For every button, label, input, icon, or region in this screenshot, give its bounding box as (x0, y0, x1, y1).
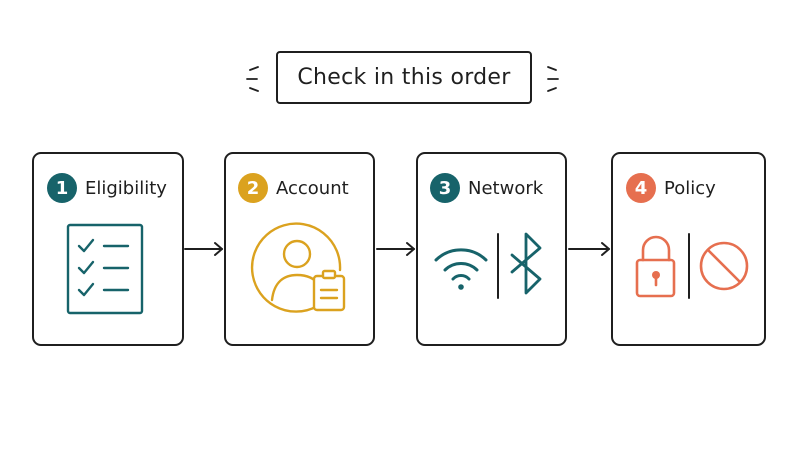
step-4-box (611, 152, 766, 346)
title-frame (276, 51, 532, 104)
step-1-label: Eligibility (85, 177, 167, 199)
step-4-badge: 4 (626, 173, 656, 203)
step-4-header: 4 Policy (626, 172, 716, 204)
title-accent-left (246, 66, 259, 92)
step-1-header: 1 Eligibility (47, 172, 167, 204)
wifi-icon (434, 248, 488, 290)
arrow-3-to-4 (568, 242, 610, 256)
step-2-box (224, 152, 375, 346)
step-2-badge: 2 (238, 173, 268, 203)
step-3-header: 3 Network (430, 172, 543, 204)
step-1-box (32, 152, 184, 346)
diagram-title: Check in this order (297, 65, 511, 90)
prohibited-icon (699, 241, 749, 291)
step-2-header: 2 Account (238, 172, 349, 204)
bluetooth-icon (510, 232, 542, 295)
step-3-badge: 3 (430, 173, 460, 203)
user-badge-icon (250, 222, 346, 313)
step-3-label: Network (468, 177, 544, 199)
title-accent-right (547, 66, 559, 92)
step-3-box (416, 152, 567, 346)
step-2-label: Account (276, 177, 349, 199)
arrow-1-to-2 (184, 242, 223, 256)
arrow-2-to-3 (376, 242, 415, 256)
step-4-label: Policy (664, 177, 716, 199)
lock-icon (635, 235, 676, 298)
step-1-badge: 1 (47, 173, 77, 203)
checklist-icon (66, 223, 144, 315)
